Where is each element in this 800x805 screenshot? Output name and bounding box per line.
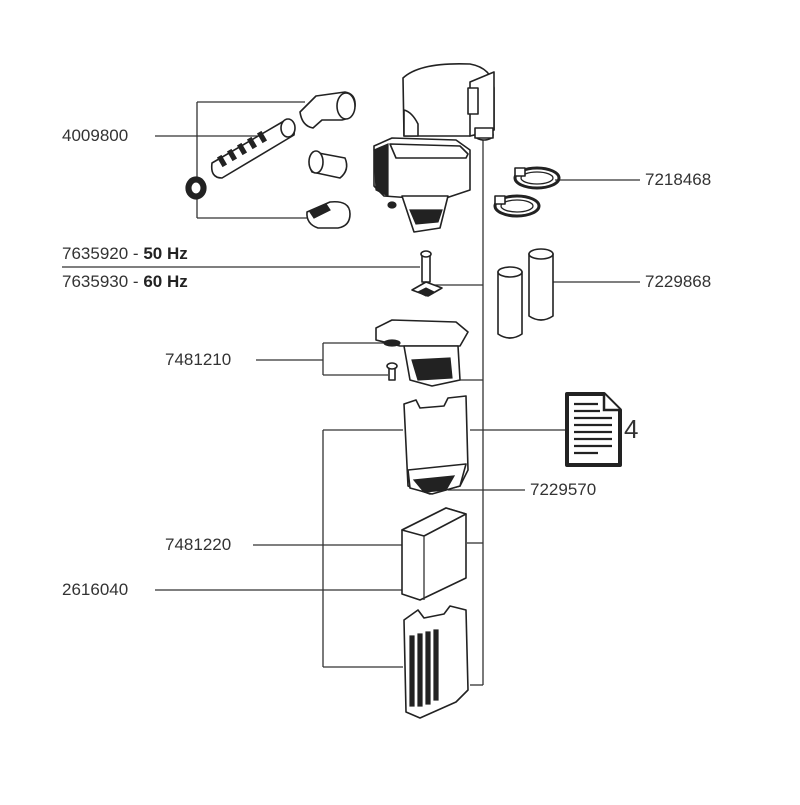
part-number-7635930: 7635930 xyxy=(62,272,129,291)
label-part-7229868: 7229868 xyxy=(645,272,712,291)
label-part-7635930: 7635930 - 60 Hz xyxy=(62,272,188,292)
part-clamp-top xyxy=(513,166,561,190)
part-suction-strainer xyxy=(210,118,296,179)
label-part-2616040: 2616040 xyxy=(62,580,129,599)
label-part-7481220: 7481220 xyxy=(165,535,232,554)
document-icon xyxy=(565,392,622,467)
part-clamp-bottom xyxy=(493,194,541,218)
label-part-7635920: 7635920 - 50 Hz xyxy=(62,244,188,264)
part-elbow-top xyxy=(299,91,356,129)
part-sponge xyxy=(401,507,467,601)
part-impeller xyxy=(411,250,443,297)
leader-lines xyxy=(62,101,640,686)
frequency-50hz: 50 Hz xyxy=(143,244,188,263)
frequency-60hz: 60 Hz xyxy=(143,272,188,291)
part-filter-cover xyxy=(403,605,469,719)
part-pump-housing xyxy=(375,319,469,387)
label-part-4009800: 4009800 xyxy=(62,126,129,145)
document-reference-number: 4 xyxy=(624,414,639,444)
label-part-7229570: 7229570 xyxy=(530,480,597,499)
label-part-7218468: 7218468 xyxy=(645,170,712,189)
part-tube-middle xyxy=(308,150,348,179)
part-motor-head xyxy=(373,62,495,233)
part-number-7635920: 7635920 xyxy=(62,244,129,263)
part-elbow-bottom xyxy=(306,200,351,229)
part-filter-chamber xyxy=(403,395,469,495)
part-nut xyxy=(185,176,207,200)
dash-50hz: - xyxy=(132,244,139,263)
dash-60hz: - xyxy=(132,272,139,291)
label-part-7481210: 7481210 xyxy=(165,350,232,369)
part-tubes xyxy=(497,248,554,339)
